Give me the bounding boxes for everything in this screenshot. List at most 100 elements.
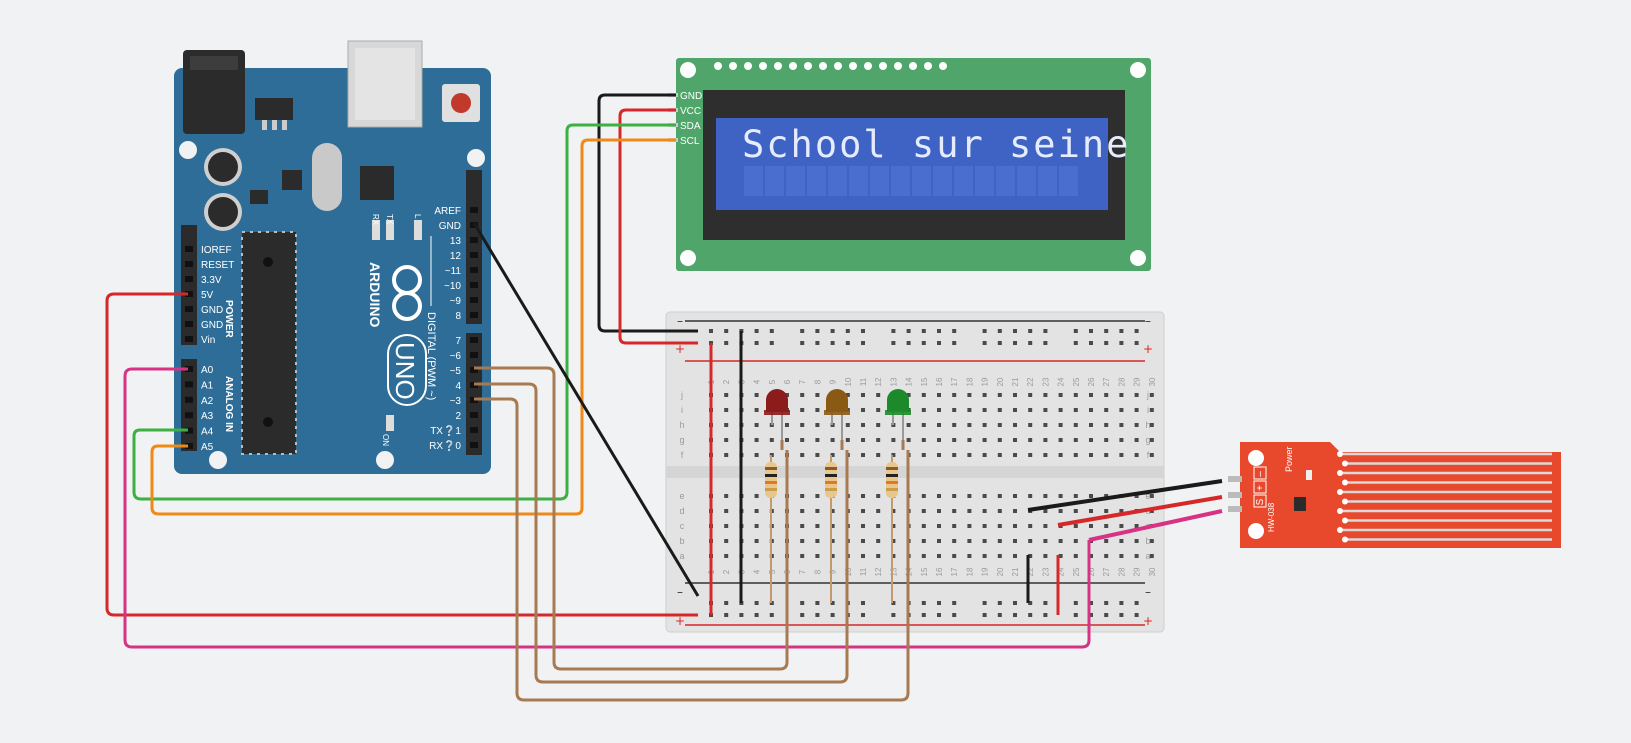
breadboard-hole[interactable] <box>815 494 820 498</box>
breadboard-hole[interactable] <box>724 494 729 498</box>
breadboard-hole[interactable] <box>1119 393 1124 397</box>
breadboard-hole[interactable] <box>1013 453 1017 457</box>
breadboard-hole[interactable] <box>921 494 926 498</box>
breadboard-hole[interactable] <box>769 613 774 617</box>
breadboard-hole[interactable] <box>921 539 926 543</box>
breadboard-hole[interactable] <box>967 524 972 528</box>
breadboard-hole[interactable] <box>1149 438 1154 442</box>
breadboard-hole[interactable] <box>861 554 865 558</box>
breadboard-hole[interactable] <box>921 509 926 513</box>
breadboard-hole[interactable] <box>800 329 805 333</box>
breadboard-hole[interactable] <box>1134 539 1139 543</box>
sensor-wire-vcc[interactable] <box>1057 495 1223 527</box>
breadboard-hole[interactable] <box>1149 408 1154 412</box>
breadboard-hole[interactable] <box>876 393 881 397</box>
breadboard-hole[interactable] <box>1119 554 1124 558</box>
breadboard-hole[interactable] <box>861 494 865 498</box>
breadboard-hole[interactable] <box>1073 494 1078 498</box>
digital-pin-socket[interactable] <box>470 282 478 288</box>
breadboard-hole[interactable] <box>921 601 926 605</box>
breadboard-hole[interactable] <box>967 438 972 442</box>
breadboard-hole[interactable] <box>1104 393 1109 397</box>
breadboard-hole[interactable] <box>754 509 759 513</box>
breadboard-hole[interactable] <box>997 341 1002 345</box>
breadboard-hole[interactable] <box>1134 408 1139 412</box>
wire-pin5-led-red[interactable] <box>474 366 789 671</box>
wire-lcd-gnd[interactable] <box>597 93 698 333</box>
breadboard-hole[interactable] <box>997 524 1002 528</box>
breadboard-hole[interactable] <box>815 453 820 457</box>
breadboard-hole[interactable] <box>1089 554 1093 558</box>
breadboard-hole[interactable] <box>997 601 1002 605</box>
power-pin-socket[interactable] <box>185 276 193 282</box>
breadboard-hole[interactable] <box>724 554 729 558</box>
breadboard-hole[interactable] <box>1104 524 1109 528</box>
breadboard-hole[interactable] <box>861 408 865 412</box>
breadboard-hole[interactable] <box>1013 539 1017 543</box>
breadboard-hole[interactable] <box>1073 453 1078 457</box>
breadboard-hole[interactable] <box>800 524 805 528</box>
breadboard-hole[interactable] <box>861 341 865 345</box>
breadboard-hole[interactable] <box>937 494 941 498</box>
breadboard-hole[interactable] <box>1058 509 1063 513</box>
resistor[interactable] <box>765 440 784 603</box>
breadboard-hole[interactable] <box>982 554 987 558</box>
breadboard-hole[interactable] <box>997 329 1002 333</box>
breadboard-hole[interactable] <box>982 393 987 397</box>
breadboard-hole[interactable] <box>921 453 926 457</box>
breadboard-hole[interactable] <box>724 393 729 397</box>
breadboard-hole[interactable] <box>1028 539 1033 543</box>
breadboard-hole[interactable] <box>952 453 957 457</box>
breadboard-hole[interactable] <box>1149 494 1154 498</box>
breadboard-hole[interactable] <box>754 539 759 543</box>
breadboard-hole[interactable] <box>769 438 774 442</box>
breadboard-hole[interactable] <box>845 438 850 442</box>
breadboard-hole[interactable] <box>891 329 896 333</box>
wire-lcd-vcc[interactable] <box>618 108 698 345</box>
breadboard-hole[interactable] <box>921 554 926 558</box>
breadboard-hole[interactable] <box>1073 524 1078 528</box>
wire-gnd-rail[interactable] <box>472 222 700 597</box>
breadboard-hole[interactable] <box>815 408 820 412</box>
breadboard-hole[interactable] <box>891 438 896 442</box>
breadboard-hole[interactable] <box>967 494 972 498</box>
sensor-pin[interactable] <box>1253 480 1267 494</box>
breadboard-hole[interactable] <box>754 554 759 558</box>
breadboard-hole[interactable] <box>952 601 957 605</box>
breadboard-hole[interactable] <box>1073 423 1078 427</box>
breadboard-hole[interactable] <box>1119 524 1124 528</box>
breadboard-hole[interactable] <box>1104 613 1109 617</box>
breadboard-hole[interactable] <box>1134 341 1139 345</box>
breadboard-hole[interactable] <box>739 613 744 617</box>
breadboard-hole[interactable] <box>861 438 865 442</box>
breadboard-hole[interactable] <box>982 423 987 427</box>
power-pin-socket[interactable] <box>185 291 193 297</box>
breadboard-hole[interactable] <box>830 601 835 605</box>
breadboard-hole[interactable] <box>815 524 820 528</box>
breadboard-hole[interactable] <box>1073 539 1078 543</box>
breadboard-hole[interactable] <box>1089 423 1093 427</box>
breadboard-hole[interactable] <box>1043 554 1048 558</box>
breadboard-hole[interactable] <box>1013 613 1017 617</box>
breadboard-hole[interactable] <box>800 601 805 605</box>
breadboard-hole[interactable] <box>861 393 865 397</box>
sensor-wire-signal[interactable] <box>1088 509 1223 542</box>
breadboard-hole[interactable] <box>815 554 820 558</box>
breadboard-hole[interactable] <box>800 509 805 513</box>
breadboard-hole[interactable] <box>1058 408 1063 412</box>
breadboard-hole[interactable] <box>997 554 1002 558</box>
wire-pin3-led-green[interactable] <box>474 397 910 702</box>
breadboard-hole[interactable] <box>815 329 820 333</box>
breadboard-hole[interactable] <box>982 408 987 412</box>
breadboard-hole[interactable] <box>1119 601 1124 605</box>
breadboard-hole[interactable] <box>785 438 789 442</box>
breadboard-hole[interactable] <box>1058 453 1063 457</box>
breadboard-hole[interactable] <box>1058 423 1063 427</box>
breadboard-hole[interactable] <box>724 524 729 528</box>
breadboard-hole[interactable] <box>1073 341 1078 345</box>
breadboard-hole[interactable] <box>952 539 957 543</box>
breadboard-hole[interactable] <box>861 509 865 513</box>
breadboard-hole[interactable] <box>1043 408 1048 412</box>
breadboard-hole[interactable] <box>982 341 987 345</box>
breadboard-hole[interactable] <box>921 393 926 397</box>
